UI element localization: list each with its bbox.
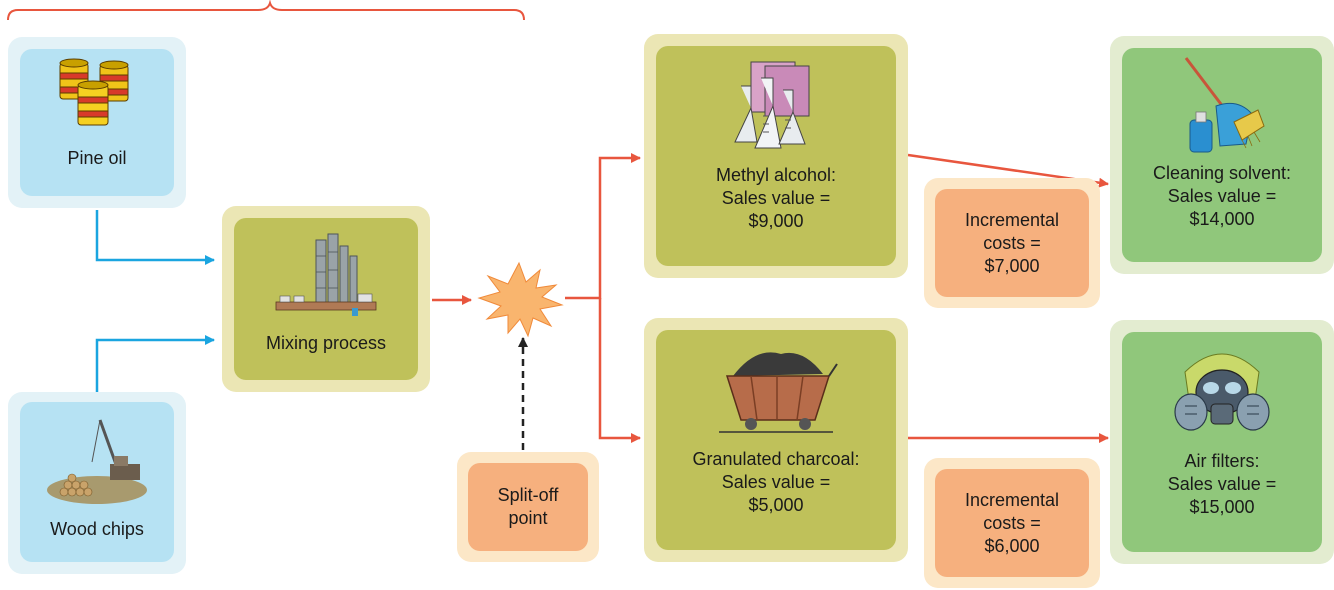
cleaning-solvent-sales-value: $14,000 — [1189, 209, 1255, 229]
air-filters-name: Air filters: — [1184, 451, 1260, 471]
methyl-alcohol-node: Methyl alcohol: Sales value = $9,000 — [644, 34, 908, 278]
arrow-pine-oil-to-mixing — [95, 210, 215, 265]
air-filters-sales-value: $15,000 — [1189, 497, 1255, 517]
incremental-costs-2-node: Incremental costs = $6,000 — [924, 458, 1100, 588]
granulated-charcoal-node: Granulated charcoal: Sales value = $5,00… — [644, 318, 908, 562]
pine-oil-label: Pine oil — [67, 148, 127, 168]
air-filters-sales-label: Sales value = — [1167, 474, 1277, 494]
joint-process-brace — [7, 0, 525, 21]
lab-flasks-icon — [734, 61, 810, 149]
split-off-line1: Split-off — [497, 485, 559, 505]
charcoal-sales-label: Sales value = — [721, 472, 831, 492]
methyl-alcohol-sales-label: Sales value = — [721, 188, 831, 208]
wood-chips-label: Wood chips — [50, 519, 144, 539]
split-off-point-node: Split-off point — [457, 452, 599, 562]
pine-oil-node: Pine oil — [8, 37, 186, 208]
wood-chips-node: Wood chips — [8, 392, 186, 574]
methyl-alcohol-sales-value: $9,000 — [748, 211, 804, 231]
arrow-split-branch-lower — [598, 298, 641, 443]
incremental-costs-1-node: Incremental costs = $7,000 — [924, 178, 1100, 308]
crane-wood-pile-icon — [47, 419, 147, 504]
mixing-process-node: Mixing process — [222, 206, 430, 392]
incremental-costs-1-value: $7,000 — [984, 255, 1040, 276]
split-off-line2: point — [508, 508, 548, 528]
incremental-costs-1-line2: costs = — [983, 232, 1041, 253]
mixing-process-label: Mixing process — [265, 333, 387, 353]
incremental-costs-1-line1: Incremental — [964, 209, 1060, 230]
gas-mask-icon — [1174, 353, 1270, 431]
cleaning-solvent-name: Cleaning solvent: — [1152, 163, 1292, 183]
charcoal-name: Granulated charcoal: — [692, 449, 860, 469]
cleaning-solvent-node: Cleaning solvent: Sales value = $14,000 — [1110, 36, 1334, 274]
charcoal-sales-value: $5,000 — [748, 495, 804, 515]
air-filters-node: Air filters: Sales value = $15,000 — [1110, 320, 1334, 564]
incremental-costs-2-line1: Incremental — [964, 489, 1060, 510]
methyl-alcohol-name: Methyl alcohol: — [715, 165, 837, 185]
oil-barrels-icon — [59, 58, 129, 126]
incremental-costs-2-value: $6,000 — [984, 535, 1040, 556]
mine-cart-icon — [719, 352, 838, 433]
cleaning-solvent-sales-label: Sales value = — [1167, 186, 1277, 206]
refinery-plant-icon — [275, 233, 377, 316]
incremental-costs-2-line2: costs = — [983, 512, 1041, 533]
arrow-split-branch — [565, 153, 641, 300]
arrow-wood-chips-to-mixing — [95, 335, 215, 392]
cleaning-supplies-icon — [1184, 57, 1265, 153]
